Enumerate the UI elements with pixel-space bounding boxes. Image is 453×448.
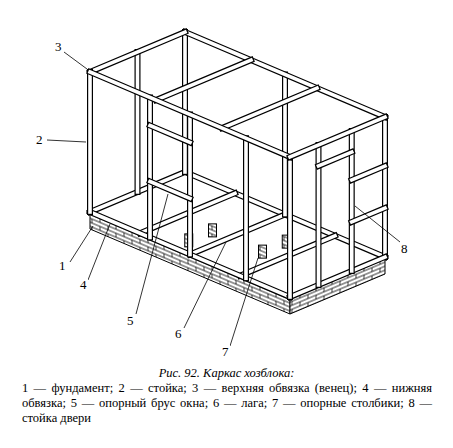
wall-post [246, 138, 247, 278]
wall-post [150, 98, 151, 238]
frame-group [90, 32, 385, 314]
callout-number: 5 [126, 314, 135, 327]
wall-post [190, 115, 191, 255]
window-head-bar [150, 126, 190, 143]
wall-post [285, 75, 286, 215]
foundation-side [290, 257, 385, 314]
leader-line [184, 242, 226, 328]
top-plate [90, 32, 185, 72]
leader-line [230, 258, 258, 346]
wall-bar [352, 208, 385, 222]
wall-post [137, 52, 138, 192]
callout-number: 6 [174, 327, 183, 340]
legend-text: 1 — фундамент; 2 — стойка; 3 — верхняя о… [22, 381, 432, 426]
roof-beam [222, 88, 317, 128]
wall-post [290, 157, 291, 297]
wall-post [90, 72, 91, 212]
callout-number: 1 [58, 259, 67, 272]
top-plate [90, 72, 290, 157]
wall-post [185, 32, 186, 172]
leader-line [355, 206, 400, 242]
leader-line [70, 226, 93, 262]
support-post [209, 224, 217, 237]
wall-post [385, 117, 386, 257]
top-plate [290, 117, 385, 157]
leader-line [64, 52, 87, 69]
callout-number: 3 [54, 40, 63, 53]
leader-line [88, 224, 110, 280]
callout-number: 4 [79, 278, 88, 291]
door-head-bar [319, 152, 352, 166]
leader-line [136, 194, 168, 314]
figure-caption: Рис. 92. Каркас хозблока: [0, 366, 453, 381]
leader-lines [47, 52, 400, 346]
window-sill-bar [150, 182, 190, 199]
callout-number: 7 [221, 345, 230, 358]
wall-bar [352, 166, 385, 180]
roof-beam [156, 60, 251, 100]
leader-line [47, 140, 86, 142]
callout-number: 2 [35, 133, 44, 146]
bottom-sill [290, 257, 385, 297]
support-post [259, 245, 267, 258]
floor-joist [190, 215, 285, 255]
callout-number: 8 [400, 242, 409, 255]
